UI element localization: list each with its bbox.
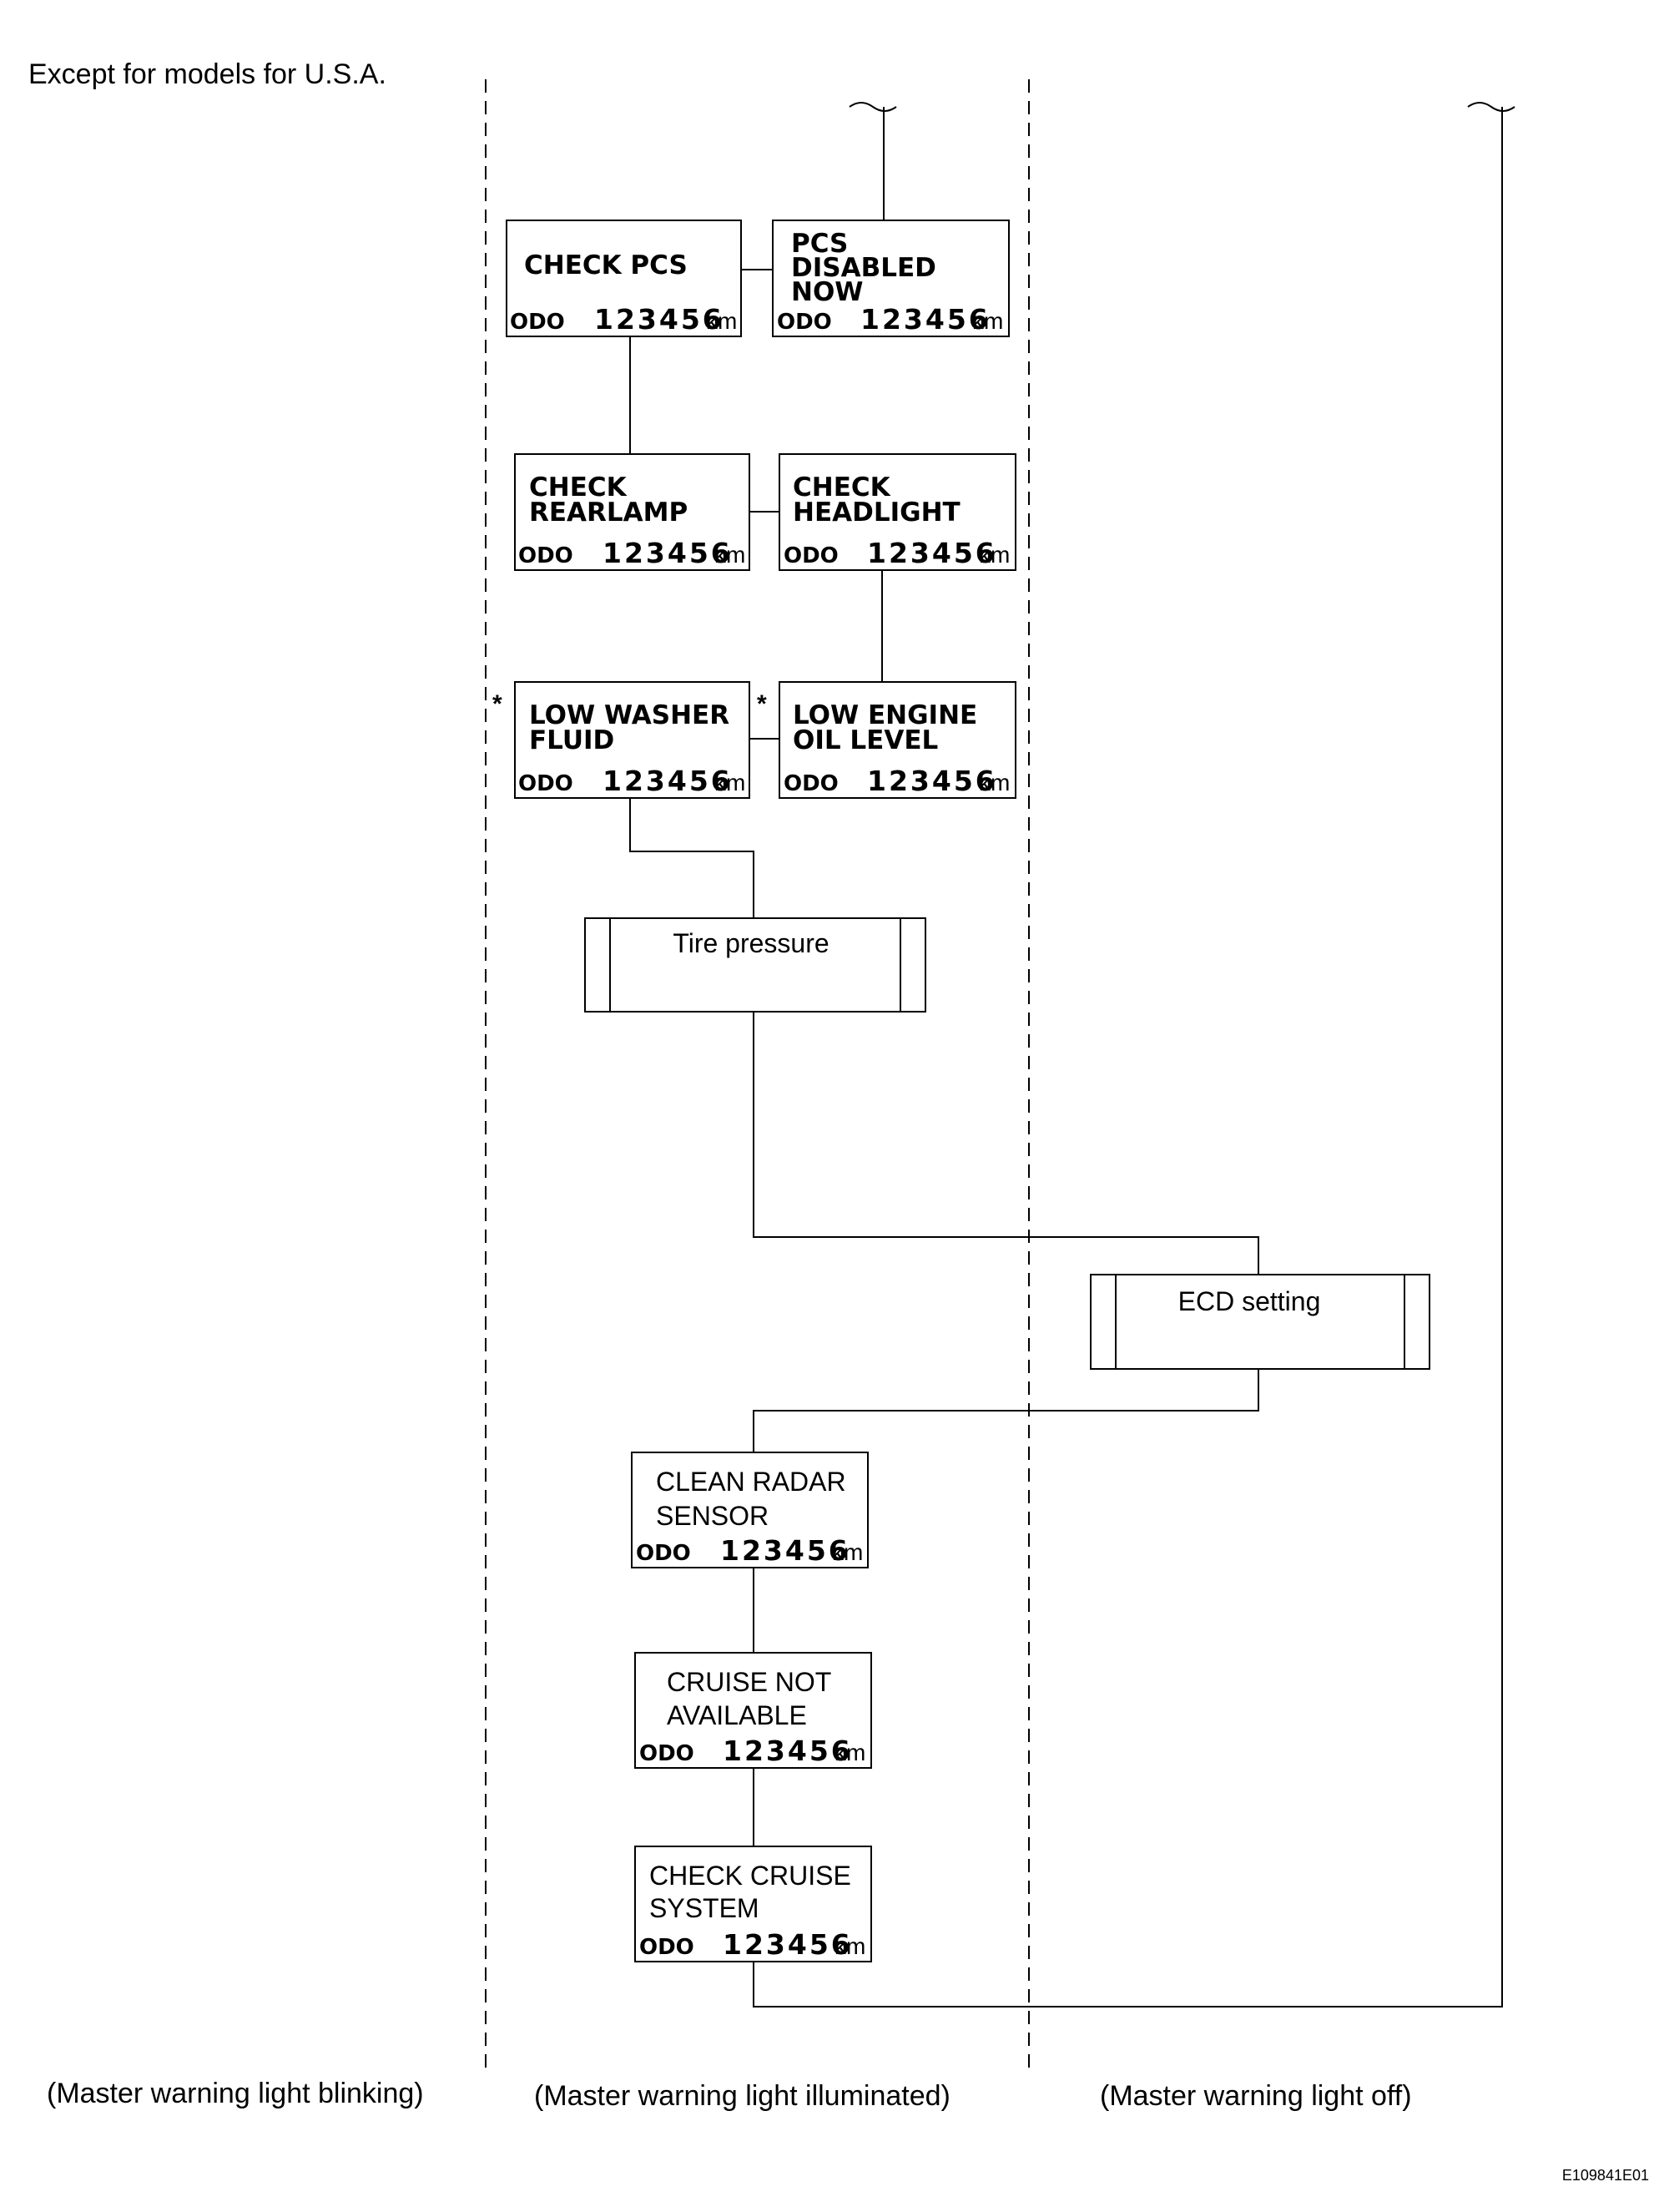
display-line: LOW WASHER xyxy=(529,700,729,730)
odo-prefix: ODO xyxy=(518,771,573,796)
odo-prefix: ODO xyxy=(518,543,573,568)
display-line: HEADLIGHT xyxy=(793,497,961,528)
process-ecd-setting: ECD setting xyxy=(1090,1274,1430,1370)
display-clean-radar-sensor: CLEAN RADAR SENSOR ODO 123456 km xyxy=(631,1452,869,1568)
display-line: SYSTEM xyxy=(649,1893,759,1923)
odo-unit: km xyxy=(835,1740,865,1765)
odo-value: 123456 xyxy=(860,303,991,336)
odo-prefix: ODO xyxy=(777,310,832,335)
display-low-engine-oil-level: * LOW ENGINE OIL LEVEL ODO 123456 km xyxy=(757,681,1016,799)
display-line: FLUID xyxy=(529,725,614,755)
column-label-blinking: (Master warning light blinking) xyxy=(47,2078,424,2109)
display-line: REARLAMP xyxy=(529,497,688,528)
odo-value: 123456 xyxy=(723,1735,853,1767)
display-check-headlight: CHECK HEADLIGHT ODO 123456 km xyxy=(779,453,1016,571)
display-line: SENSOR xyxy=(656,1501,769,1531)
display-line: PCS xyxy=(791,229,848,259)
odo-prefix: ODO xyxy=(510,310,565,335)
connector xyxy=(753,1369,1259,1452)
odo-value: 123456 xyxy=(720,1534,850,1567)
odo-prefix: ODO xyxy=(784,771,839,796)
odo-value: 123456 xyxy=(723,1928,853,1961)
odo-unit: km xyxy=(714,770,745,795)
odo-value: 123456 xyxy=(603,537,733,569)
odo-value: 123456 xyxy=(603,765,733,797)
display-low-washer-fluid: * LOW WASHER FLUID ODO 123456 km xyxy=(492,681,750,799)
odo-unit: km xyxy=(835,1933,865,1959)
header-note: Except for models for U.S.A. xyxy=(28,58,386,90)
footnote-mark: * xyxy=(492,690,502,718)
odo-prefix: ODO xyxy=(784,543,839,568)
odo-unit: km xyxy=(972,308,1003,334)
display-line: CHECK xyxy=(793,472,891,502)
connector xyxy=(753,1012,1259,1275)
display-line: NOW xyxy=(791,277,864,307)
connector xyxy=(629,798,754,918)
connector-lines xyxy=(629,102,1515,2007)
odo-unit: km xyxy=(706,308,737,334)
footnote-mark: * xyxy=(757,690,767,718)
odo-unit: km xyxy=(714,542,745,568)
odo-value: 123456 xyxy=(867,765,997,797)
process-label: ECD setting xyxy=(1178,1286,1321,1316)
display-check-pcs: CHECK PCS ODO 123456 km xyxy=(506,220,742,337)
odo-unit: km xyxy=(979,542,1010,568)
odo-prefix: ODO xyxy=(636,1541,691,1566)
display-line: CRUISE NOT xyxy=(667,1667,831,1697)
display-cruise-not-available: CRUISE NOT AVAILABLE ODO 123456 km xyxy=(634,1652,872,1769)
display-line: CHECK CRUISE xyxy=(649,1861,851,1891)
display-line: CHECK PCS xyxy=(524,250,688,280)
column-label-illuminated: (Master warning light illuminated) xyxy=(534,2080,951,2112)
display-line: AVAILABLE xyxy=(667,1700,807,1730)
process-tire-pressure: Tire pressure xyxy=(584,917,926,1013)
column-label-off: (Master warning light off) xyxy=(1100,2080,1412,2112)
figure-code: E109841E01 xyxy=(1562,2167,1649,2184)
display-check-rearlamp: CHECK REARLAMP ODO 123456 km xyxy=(514,453,750,571)
odo-value: 123456 xyxy=(594,303,724,336)
break-mark-2 xyxy=(1467,102,1515,112)
display-check-cruise-system: CHECK CRUISE SYSTEM ODO 123456 km xyxy=(634,1846,872,1962)
odo-unit: km xyxy=(832,1539,863,1565)
odo-unit: km xyxy=(979,770,1010,795)
display-line: CHECK xyxy=(529,472,628,502)
display-pcs-disabled-now: PCS DISABLED NOW ODO 123456 km xyxy=(772,220,1010,337)
odo-prefix: ODO xyxy=(639,1741,694,1766)
connector xyxy=(753,107,1503,2007)
break-mark-1 xyxy=(849,102,897,112)
odo-prefix: ODO xyxy=(639,1935,694,1960)
odo-value: 123456 xyxy=(867,537,997,569)
display-line: LOW ENGINE xyxy=(793,700,977,730)
process-label: Tire pressure xyxy=(673,928,829,958)
display-line: CLEAN RADAR xyxy=(656,1467,846,1497)
display-line: DISABLED xyxy=(791,253,936,283)
display-line: OIL LEVEL xyxy=(793,725,938,755)
